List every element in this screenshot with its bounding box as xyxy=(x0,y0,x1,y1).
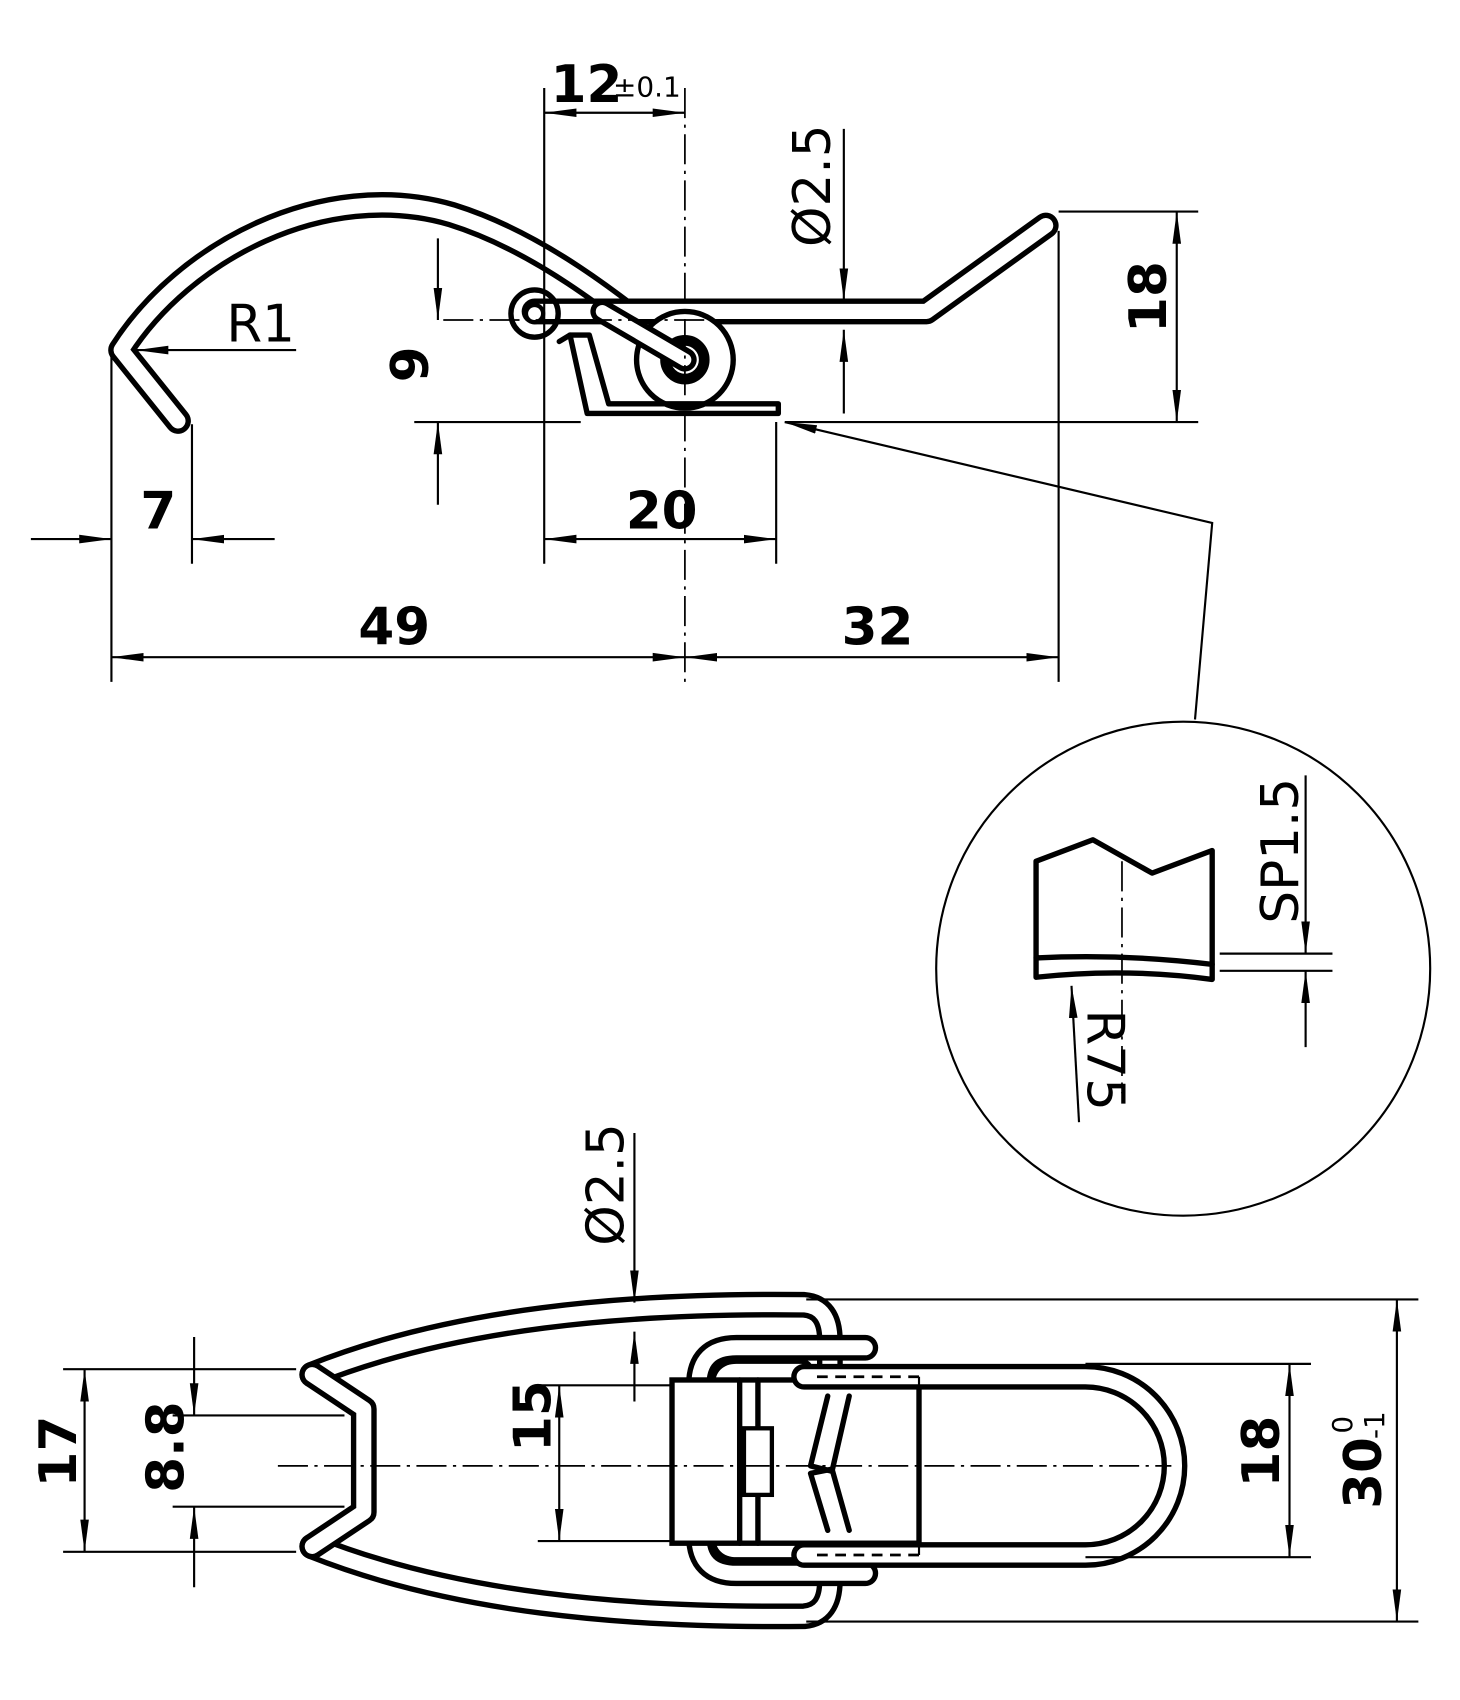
dim-hook-inner: 8.8 xyxy=(136,1401,196,1492)
dim-hook-radius: R1 xyxy=(226,295,295,355)
dim-lever-length: 32 xyxy=(842,597,914,657)
dim-overall-tol-lower: -1 xyxy=(1358,1411,1391,1439)
dim-body-width: 15 xyxy=(504,1380,564,1452)
detail-view: SP1.5 R75 xyxy=(935,720,1432,1217)
hook-wire xyxy=(108,192,698,434)
dim-lever-height: 18 xyxy=(1119,261,1179,333)
dim-hook-width: 17 xyxy=(29,1416,89,1488)
dim-wire-diameter-bottom: Ø2.5 xyxy=(577,1123,637,1246)
top-view: Ø2.5 17 8.8 15 18 30 0 -1 xyxy=(29,1123,1419,1630)
dim-plate-radius: R75 xyxy=(1075,1009,1135,1110)
dim-pivot-height: 9 xyxy=(381,346,441,382)
lever-wire xyxy=(508,212,1059,340)
dim-plate-length: 20 xyxy=(626,481,698,541)
dim-hook-tip: 7 xyxy=(140,481,176,541)
dim-hook-length: 49 xyxy=(358,597,430,657)
dim-overall-tol-upper: 0 xyxy=(1326,1416,1359,1434)
hook-wire-outer xyxy=(299,1291,843,1630)
dim-pivot-tolerance: ±0.1 xyxy=(613,71,681,104)
side-view: 12 ±0.1 Ø2.5 18 R1 9 7 20 49 32 xyxy=(30,55,1214,720)
dim-plate-thickness: SP1.5 xyxy=(1251,778,1311,924)
dim-overall-width: 30 xyxy=(1334,1437,1394,1509)
dim-pivot-offset: 12 xyxy=(551,55,623,115)
base-plate xyxy=(567,332,782,417)
latch-body xyxy=(669,1377,922,1546)
dim-latch-width: 18 xyxy=(1232,1416,1292,1488)
detail-circle xyxy=(935,720,1432,1217)
dim-wire-diameter-top: Ø2.5 xyxy=(783,124,843,247)
latch-loop xyxy=(791,1363,1188,1568)
